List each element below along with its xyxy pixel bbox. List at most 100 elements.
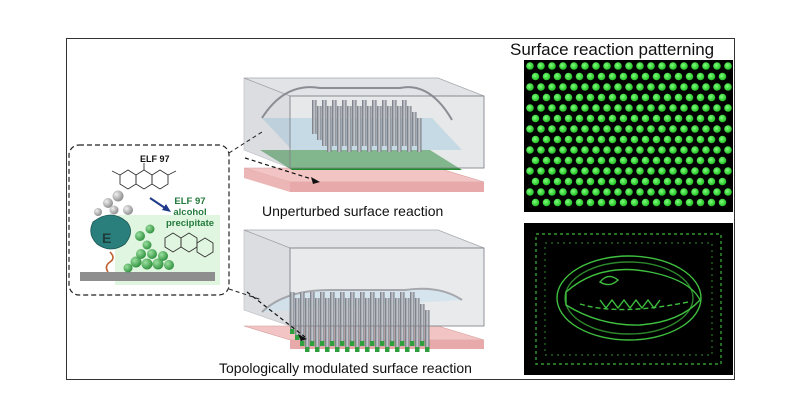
pattern-dot	[652, 198, 661, 207]
pillar-tip	[310, 341, 315, 346]
pattern-dot	[658, 104, 666, 112]
pattern-dot	[636, 125, 644, 133]
pillar	[402, 112, 407, 146]
pattern-dot	[559, 146, 567, 154]
pillar-tip	[290, 329, 295, 334]
pillar	[362, 112, 367, 146]
pillar	[350, 304, 355, 346]
enzyme-label: E	[102, 230, 112, 246]
pattern-dot	[707, 135, 716, 144]
pattern-dot	[586, 198, 595, 207]
pattern-dot	[548, 83, 556, 91]
pattern-dot	[575, 198, 584, 207]
pillar	[300, 304, 305, 346]
pattern-dot	[724, 125, 732, 133]
pillar	[315, 310, 320, 352]
pattern-dot	[548, 62, 556, 70]
pattern-dot	[630, 93, 639, 102]
pattern-dot	[674, 177, 683, 186]
pattern-dot	[713, 125, 721, 133]
pattern-dot	[564, 156, 573, 165]
pillar-tip	[380, 341, 385, 346]
pillar	[342, 112, 347, 146]
gator-pattern-panel	[524, 223, 733, 375]
pattern-dot	[641, 177, 650, 186]
pattern-dot	[658, 146, 666, 154]
pattern-dot	[680, 188, 688, 196]
pillar-tip	[410, 341, 415, 346]
pattern-dot	[559, 62, 567, 70]
pattern-dot	[696, 93, 705, 102]
pattern-dot	[586, 114, 595, 123]
pattern-dot	[658, 83, 666, 91]
pattern-dot	[614, 62, 622, 70]
pattern-dot	[625, 62, 633, 70]
pattern-dot	[713, 104, 721, 112]
pattern-dot	[641, 93, 650, 102]
pattern-dot	[592, 188, 600, 196]
pattern-dot	[564, 93, 573, 102]
pattern-dot	[707, 156, 716, 165]
pattern-dot	[652, 156, 661, 165]
pattern-dot	[608, 72, 617, 81]
product-molecule	[164, 232, 214, 258]
pattern-dot	[652, 72, 661, 81]
pillar	[317, 106, 322, 140]
gator-pattern	[535, 233, 722, 365]
pattern-dot	[592, 146, 600, 154]
pattern-dot	[647, 125, 655, 133]
pillar-tip	[420, 341, 425, 346]
pattern-dot	[680, 62, 688, 70]
pattern-dot	[658, 62, 666, 70]
callout-line-bottom	[228, 288, 263, 301]
pattern-dot	[652, 135, 661, 144]
pattern-dot	[702, 104, 710, 112]
precipitate-particles	[123, 224, 174, 273]
pattern-dot	[636, 146, 644, 154]
pattern-dot	[658, 188, 666, 196]
pattern-dot	[548, 104, 556, 112]
pillar	[367, 118, 372, 152]
pattern-dot	[526, 146, 534, 154]
unperturbed-caption: Unperturbed surface reaction	[262, 203, 444, 219]
pattern-dot	[548, 146, 556, 154]
pattern-dot	[581, 146, 589, 154]
pattern-dot	[674, 72, 683, 81]
pattern-dot	[548, 167, 556, 175]
pattern-dot	[625, 104, 633, 112]
pillar	[392, 112, 397, 146]
pillar	[387, 118, 392, 152]
pillar	[365, 310, 370, 352]
pattern-dot	[548, 188, 556, 196]
pillar	[322, 112, 327, 146]
pattern-dot	[669, 167, 677, 175]
pillar-array	[312, 100, 422, 152]
elf97-label: ELF 97	[140, 154, 170, 164]
device-unperturbed	[243, 77, 485, 192]
pillar-tip	[345, 347, 350, 352]
pattern-dot	[669, 104, 677, 112]
pattern-dot	[537, 83, 545, 91]
pillar	[335, 310, 340, 352]
pillar	[360, 304, 365, 346]
pattern-dot	[586, 156, 595, 165]
pattern-dot	[663, 177, 672, 186]
pillar-tip	[355, 347, 360, 352]
pattern-dot	[718, 114, 727, 123]
pattern-dot	[685, 93, 694, 102]
pattern-dot	[691, 146, 699, 154]
pattern-dot	[603, 167, 611, 175]
pattern-dot	[586, 93, 595, 102]
phosphate-groups	[94, 190, 133, 216]
pattern-dot	[526, 188, 534, 196]
pattern-dot	[669, 188, 677, 196]
pattern-dot	[658, 125, 666, 133]
pattern-dot	[647, 188, 655, 196]
pattern-dot	[575, 114, 584, 123]
pillar	[357, 118, 362, 152]
pattern-dot	[663, 72, 672, 81]
pattern-dot	[586, 135, 595, 144]
pattern-dot	[652, 93, 661, 102]
pillar	[397, 118, 402, 152]
pillar-tip	[365, 347, 370, 352]
